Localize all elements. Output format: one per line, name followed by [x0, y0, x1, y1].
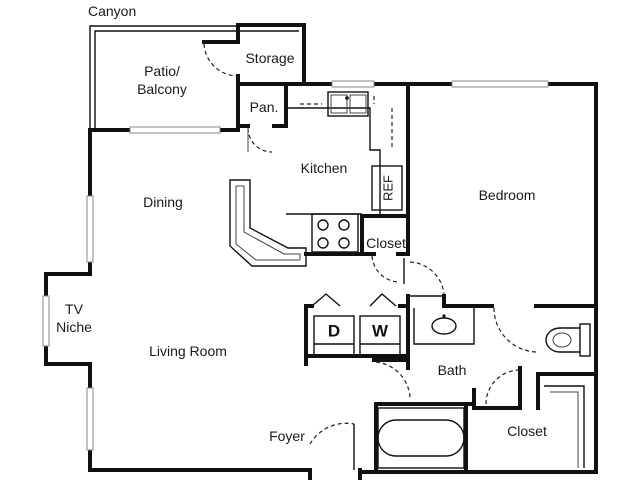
- bedroom-label: Bedroom: [479, 187, 536, 203]
- closet-bath-label: Closet: [507, 423, 547, 439]
- pantry-label: Pan.: [250, 99, 279, 115]
- bath-entry-door-swing: [409, 261, 445, 295]
- bathtub: [377, 407, 465, 469]
- bath-closet-shelf: [544, 385, 585, 468]
- pantry-door-swing: [247, 127, 273, 153]
- bath-closet-door-swing: [485, 369, 521, 405]
- bath-label: Bath: [438, 362, 467, 378]
- refrigerator: REF: [371, 165, 403, 211]
- window-living-lower: [86, 387, 94, 451]
- foyer-walls: [304, 354, 362, 480]
- patio-railing: [89, 25, 304, 130]
- range-stove: [311, 213, 359, 253]
- window-kitchen: [331, 80, 375, 88]
- closet-small-label: Closet: [366, 235, 406, 251]
- storage-walls: [202, 23, 410, 128]
- closet-small-walls: [304, 214, 410, 284]
- bath-walls: [374, 366, 598, 472]
- kitchen-sink: [327, 91, 369, 117]
- patio-label-line1: Patio/: [144, 63, 180, 79]
- toilet: [545, 323, 591, 357]
- window-living-left: [86, 195, 94, 263]
- dryer-label: D: [328, 321, 340, 340]
- dining-label: Dining: [143, 194, 183, 210]
- kitchen-island: [229, 179, 307, 267]
- entry-door-swing: [309, 422, 355, 445]
- window-tv-niche: [42, 295, 50, 347]
- canyon-label: Canyon: [88, 3, 136, 19]
- bath-door-swing: [375, 361, 411, 399]
- tv-label-line1: TV: [65, 301, 84, 317]
- living-room-label: Living Room: [149, 343, 227, 359]
- bath-vanity: [413, 308, 475, 345]
- storage-door-swing: [203, 43, 239, 77]
- foyer-label: Foyer: [269, 428, 305, 444]
- kitchen-label: Kitchen: [301, 160, 348, 176]
- dryer: D: [313, 315, 355, 357]
- tv-label-line2: Niche: [56, 319, 92, 335]
- window-bedroom: [451, 80, 549, 88]
- closet-door-swing: [371, 255, 399, 283]
- laundry-walls: [304, 294, 410, 370]
- ref-label: REF: [380, 175, 395, 201]
- pantry-walls: [236, 82, 288, 128]
- washer: W: [359, 315, 401, 357]
- bedroom-walls: [406, 82, 598, 410]
- window-patio: [129, 126, 221, 134]
- storage-label: Storage: [245, 50, 294, 66]
- laundry-bifold-doors: [311, 293, 397, 307]
- patio-label-line2: Balcony: [137, 81, 187, 97]
- washer-label: W: [372, 321, 389, 340]
- outer-walls: [44, 82, 598, 474]
- bedroom-door-swing: [493, 307, 537, 353]
- kitchen-dashed-cabinets: [300, 96, 393, 150]
